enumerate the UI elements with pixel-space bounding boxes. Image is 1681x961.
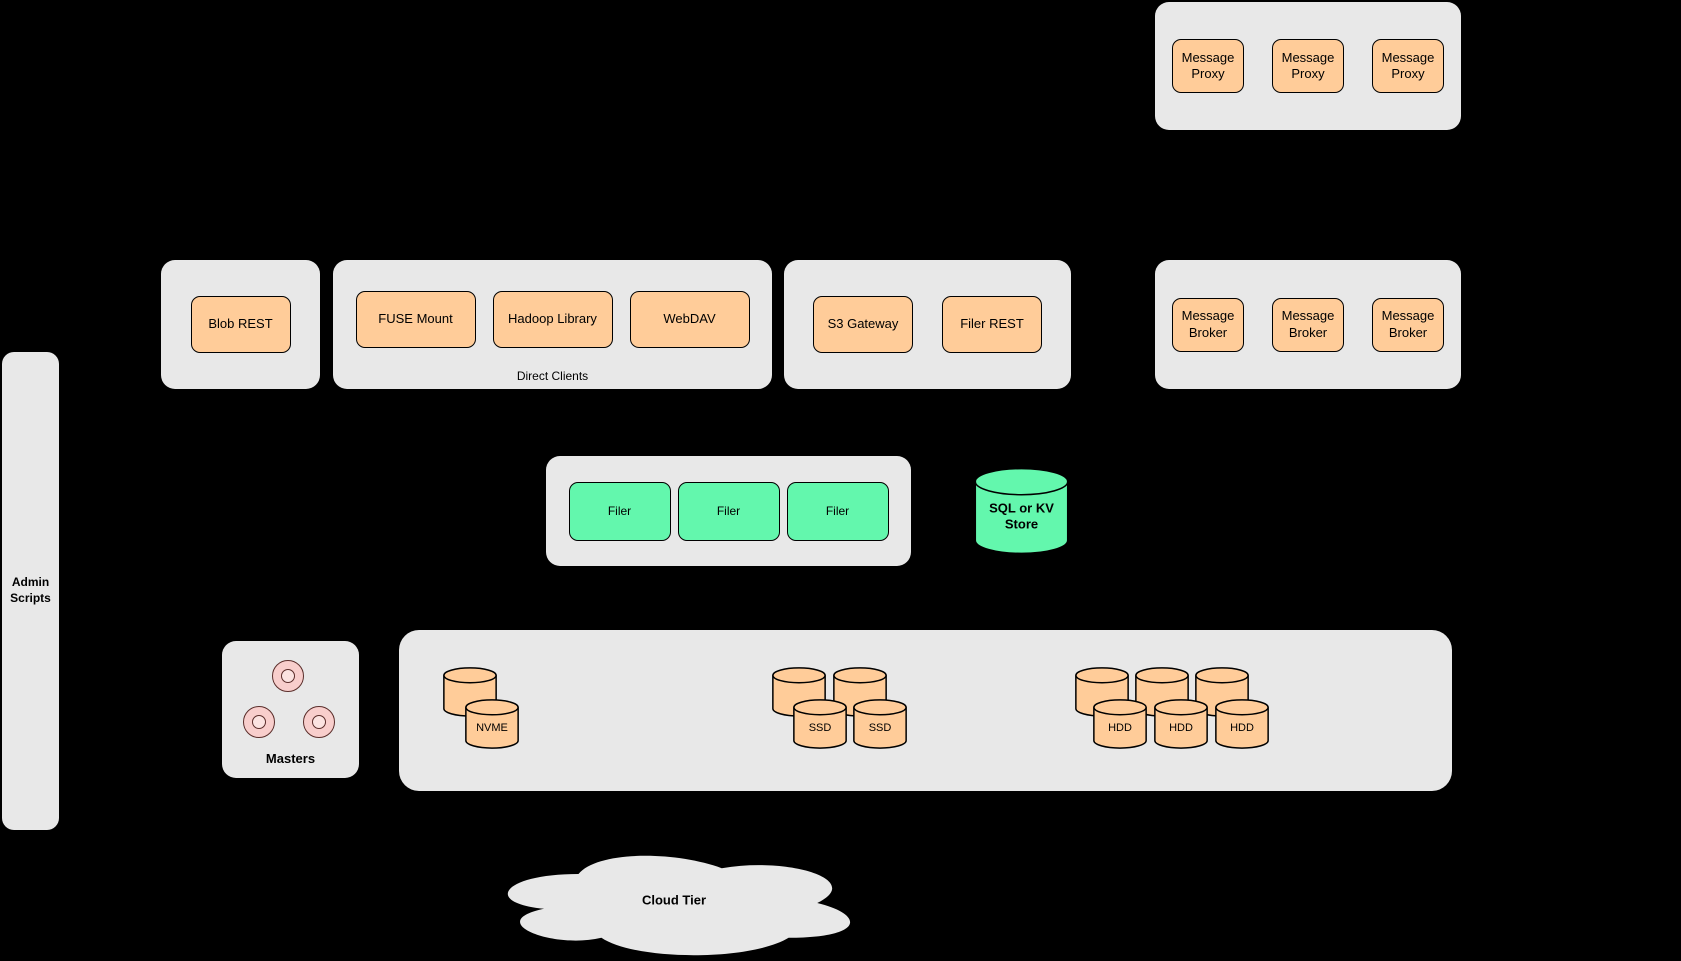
gateway-group: S3 Gateway Filer REST [784,260,1071,389]
ssd-label: SSD [808,722,832,734]
sql-kv-store-cylinder: SQL or KV Store [972,467,1071,555]
volume-servers-group: NVME SSD SSD HDD [399,630,1452,791]
master-node-icon [303,706,335,738]
masters-label: Masters [265,751,316,766]
cloud-tier-shape: Cloud Tier [483,845,865,961]
filer-box: Filer [677,481,780,541]
blob-rest-group: Blob REST [161,260,320,389]
hdd-label: HDD [1230,722,1254,734]
message-broker-box: Message Broker [1372,297,1444,352]
hadoop-library-box: Hadoop Library [492,291,613,348]
admin-scripts-label: Admin Scripts [10,575,51,605]
cloud-icon [507,855,851,956]
message-broker-box: Message Broker [1272,297,1344,352]
filer-rest-box: Filer REST [942,296,1042,353]
nvme-disk-cylinder: NVME [464,699,520,749]
hdd-label: HDD [1108,722,1132,734]
direct-clients-group: FUSE Mount Hadoop Library WebDAV Direct … [333,260,772,389]
filer-group: Filer Filer Filer [546,456,911,566]
s3-gateway-box: S3 Gateway [813,296,913,353]
ssd-disk-cylinder: SSD [852,699,908,749]
message-proxy-box: Message Proxy [1372,39,1444,93]
master-node-core-icon [252,715,266,729]
message-broker-box: Message Broker [1172,297,1244,352]
direct-clients-caption: Direct Clients [516,369,589,383]
message-broker-group: Message Broker Message Broker Message Br… [1155,260,1461,389]
message-proxy-group: Message Proxy Message Proxy Message Prox… [1155,2,1461,130]
cloud-tier-label: Cloud Tier [641,892,707,908]
master-node-core-icon [312,715,326,729]
ssd-disk-cylinder: SSD [792,699,848,749]
webdav-box: WebDAV [629,291,750,348]
ssd-label: SSD [868,722,892,734]
admin-scripts-panel: Admin Scripts [2,352,59,830]
hdd-label: HDD [1169,722,1193,734]
filer-box: Filer [786,481,889,541]
master-node-icon [272,660,304,692]
hdd-disk-cylinder: HDD [1153,699,1209,749]
master-node-core-icon [281,669,295,683]
sql-kv-store-label: SQL or KV Store [989,500,1054,532]
fuse-mount-box: FUSE Mount [355,291,476,348]
master-node-icon [243,706,275,738]
blob-rest-box: Blob REST [190,296,291,353]
hdd-disk-cylinder: HDD [1214,699,1270,749]
hdd-disk-cylinder: HDD [1092,699,1148,749]
filer-box: Filer [568,481,671,541]
message-proxy-box: Message Proxy [1172,39,1244,93]
message-proxy-box: Message Proxy [1272,39,1344,93]
masters-group: Masters [222,641,359,778]
nvme-label: NVME [476,722,508,734]
